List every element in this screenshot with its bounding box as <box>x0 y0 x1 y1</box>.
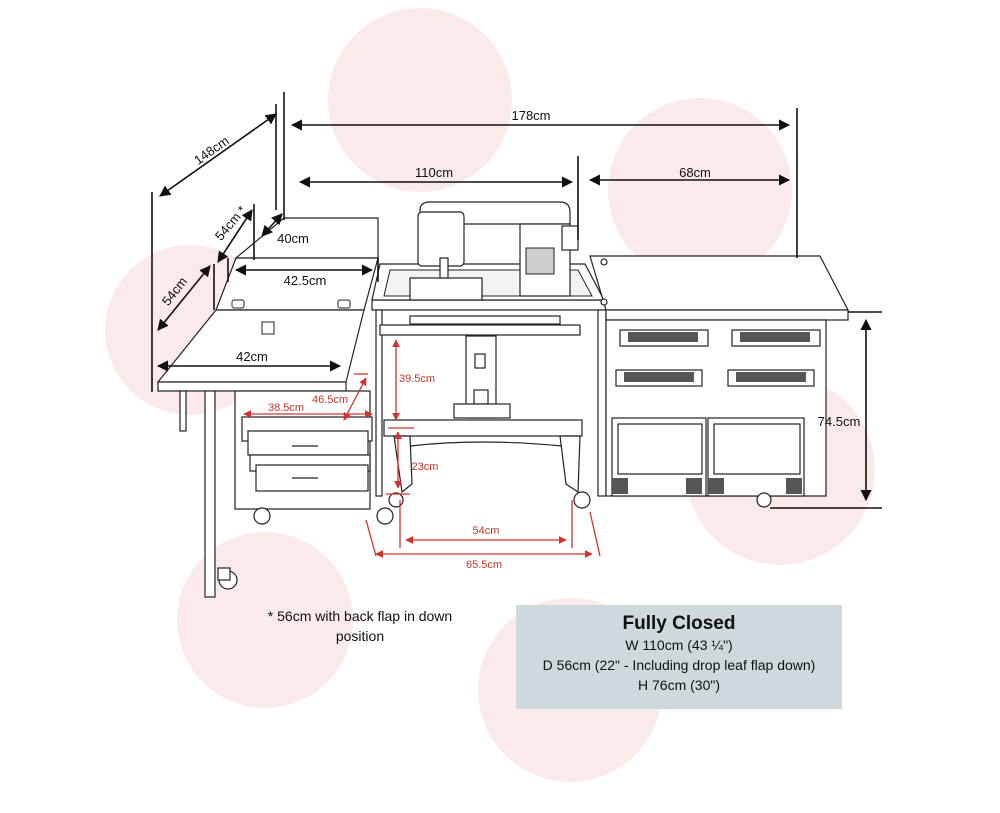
red-dimension-lines <box>243 339 601 558</box>
dim-inner-base: 54cm <box>473 525 500 537</box>
dimension-lines <box>151 92 882 509</box>
dim-outer-base: 65.5cm <box>466 559 502 571</box>
info-depth: D 56cm (22" - Including drop leaf flap d… <box>542 657 816 673</box>
fully-closed-info-box: Fully Closed W 110cm (43 ¼") D 56cm (22"… <box>516 605 842 709</box>
dim-leg-clearance: 23cm <box>412 461 439 473</box>
dim-inner-width: 42.5cm <box>284 273 327 288</box>
sewing-machine <box>409 201 579 301</box>
back-flap-note: * 56cm with back flap in down position <box>267 608 453 644</box>
dim-leaf-width: 42cm <box>236 349 268 364</box>
dim-center-width: 110cm <box>415 165 453 180</box>
right-top <box>589 255 849 311</box>
dim-drawer-width: 38.5cm <box>268 402 304 414</box>
dim-total-width: 178cm <box>511 108 550 123</box>
dim-knee-height: 39.5cm <box>399 373 435 385</box>
dim-height: 74.5cm <box>818 414 861 429</box>
dim-back-depth: 40cm <box>277 231 309 246</box>
info-title: Fully Closed <box>622 613 736 634</box>
dim-drawer-diagonal: 46.5cm <box>312 394 348 406</box>
info-height: H 76cm (30") <box>638 677 720 693</box>
dim-right-width: 68cm <box>679 165 711 180</box>
info-width: W 110cm (43 ¼") <box>625 637 733 653</box>
